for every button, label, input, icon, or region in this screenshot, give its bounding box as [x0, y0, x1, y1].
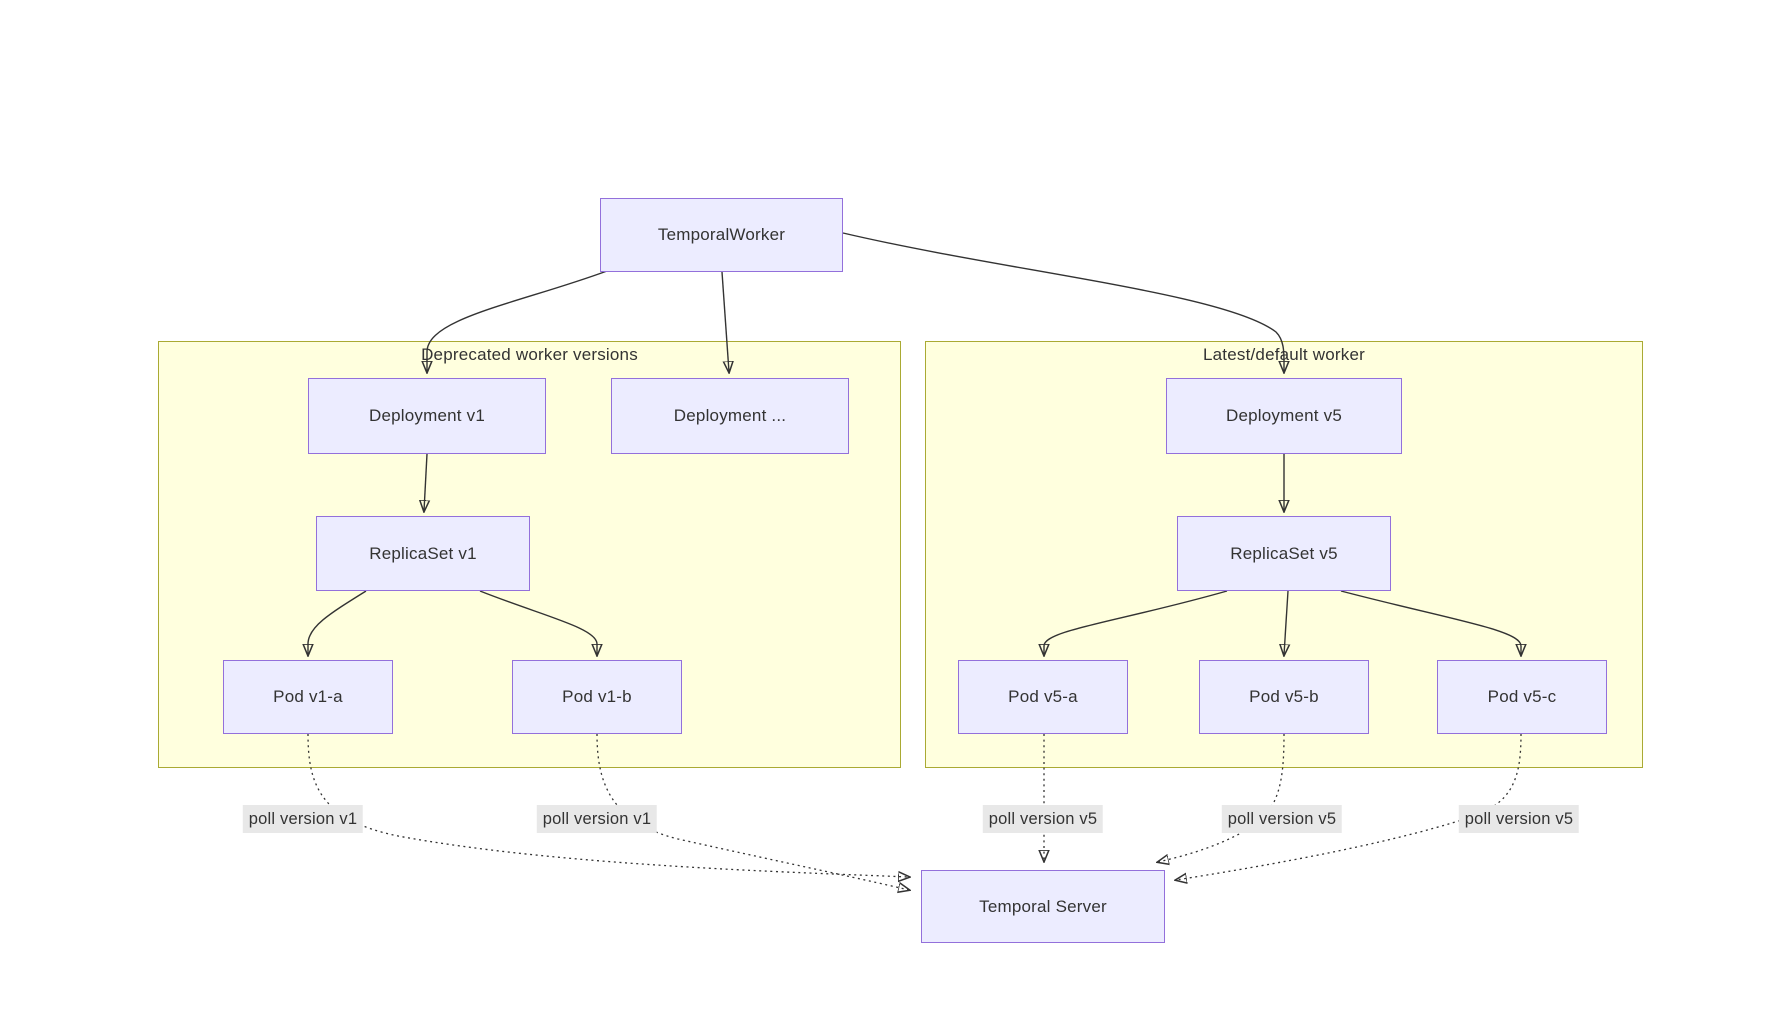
node-pod-v5-b-label: Pod v5-b	[1249, 687, 1319, 706]
edge-label-poll-version-v1-a: poll version v1	[242, 805, 364, 833]
edge-label-poll-version-v5-c: poll version v5	[1458, 805, 1580, 833]
edge-label-poll-version-v1-b: poll version v1	[536, 805, 658, 833]
node-temporal-worker-label: TemporalWorker	[657, 225, 786, 244]
cluster-deprecated-workers-title: Deprecated worker versions	[421, 345, 638, 364]
edge-label-poll-version-v5-a: poll version v5	[982, 805, 1104, 833]
cluster-latest-worker-title: Latest/default worker	[1202, 345, 1365, 364]
node-replicaset-v5-label: ReplicaSet v5	[1230, 543, 1338, 563]
node-pod-v5-a: Pod v5-a	[958, 660, 1128, 734]
node-pod-v5-c-label: Pod v5-c	[1487, 687, 1557, 706]
node-deployment-v5: Deployment v5	[1166, 378, 1402, 454]
node-pod-v5-a-label: Pod v5-a	[1008, 687, 1078, 706]
node-deployment-v1-label: Deployment v1	[369, 406, 485, 425]
node-temporal-server-label: Temporal Server	[979, 896, 1107, 916]
node-deployment-ellipsis-label: Deployment ...	[673, 406, 787, 425]
node-deployment-v5-label: Deployment v5	[1226, 406, 1342, 425]
node-pod-v1-b-label: Pod v1-b	[562, 687, 632, 706]
node-pod-v5-b: Pod v5-b	[1199, 660, 1369, 734]
node-pod-v5-c: Pod v5-c	[1437, 660, 1607, 734]
node-pod-v1-a-label: Pod v1-a	[273, 687, 343, 706]
node-deployment-v1: Deployment v1	[308, 378, 546, 454]
node-replicaset-v5: ReplicaSet v5	[1177, 516, 1391, 591]
node-pod-v1-a: Pod v1-a	[223, 660, 393, 734]
edge-label-poll-version-v5-b: poll version v5	[1221, 805, 1343, 833]
node-temporal-server: Temporal Server	[921, 870, 1165, 943]
node-replicaset-v1: ReplicaSet v1	[316, 516, 530, 591]
node-replicaset-v1-label: ReplicaSet v1	[369, 543, 477, 563]
node-pod-v1-b: Pod v1-b	[512, 660, 682, 734]
node-deployment-ellipsis: Deployment ...	[611, 378, 849, 454]
node-temporal-worker: TemporalWorker	[600, 198, 843, 272]
